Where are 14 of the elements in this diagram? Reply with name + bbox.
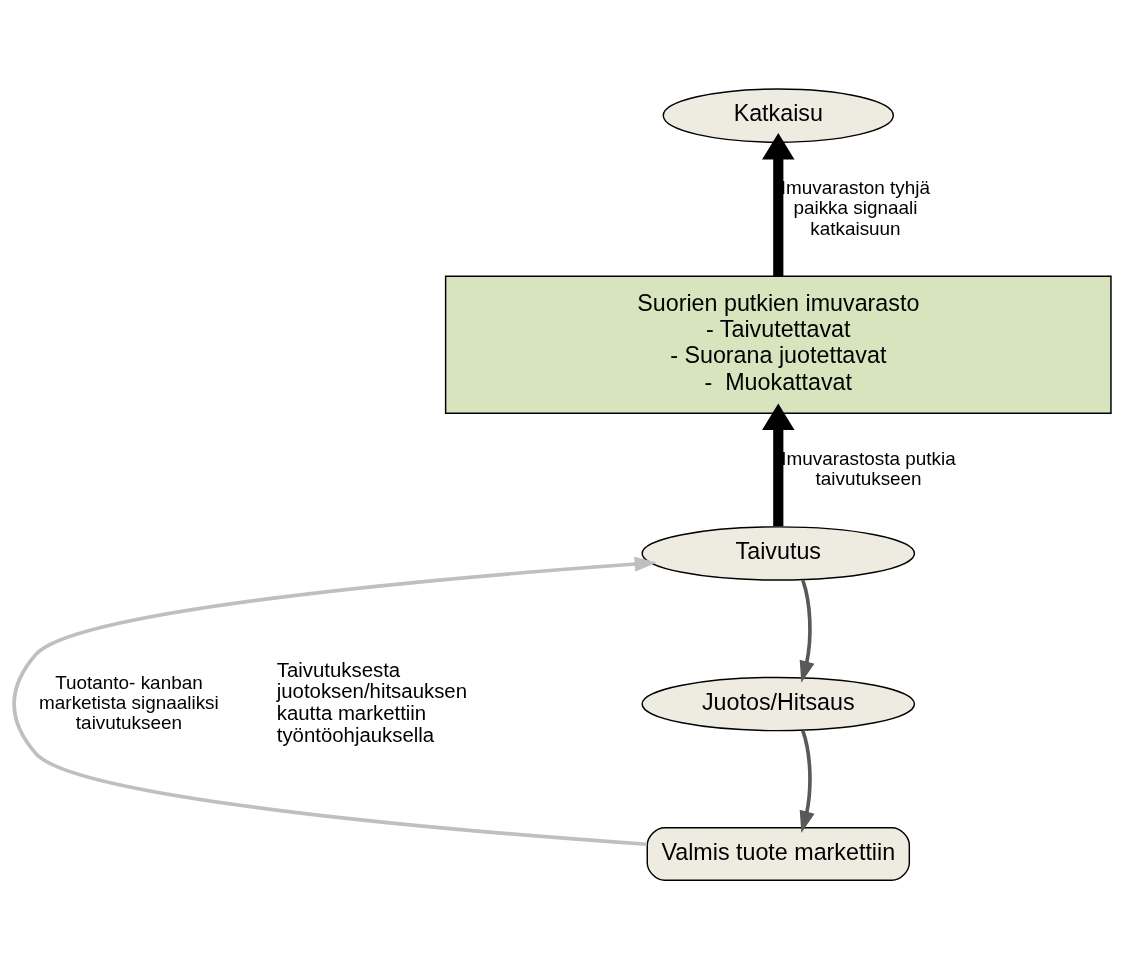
arrow [12, 556, 657, 846]
edge-label: Tuotanto- kanban marketista signaaliksi taivutukseen [39, 671, 219, 733]
edge-label: Imuvarastosta putkia taivutukseen [781, 447, 956, 489]
arrow [799, 579, 815, 683]
node-box: Valmis tuote markettiin [646, 826, 911, 881]
label: Taivutuksesta juotoksen/hitsauksen kautta markettiin työntöohjauksella [276, 658, 468, 746]
node-ellipse: Katkaisu [662, 87, 895, 143]
arrow [762, 132, 795, 276]
node-box: Suorien putkien imuvarasto - Taivutettavat - Suorana juotettavat - Muokattavat [444, 275, 1112, 414]
node-ellipse: Juotos/Hitsaus [641, 676, 916, 731]
node-ellipse: Taivutus [641, 525, 916, 581]
arrow [762, 403, 795, 526]
edge-label: Imuvaraston tyhjä paikka signaali katkaisuun [780, 176, 931, 239]
arrow [799, 729, 815, 833]
